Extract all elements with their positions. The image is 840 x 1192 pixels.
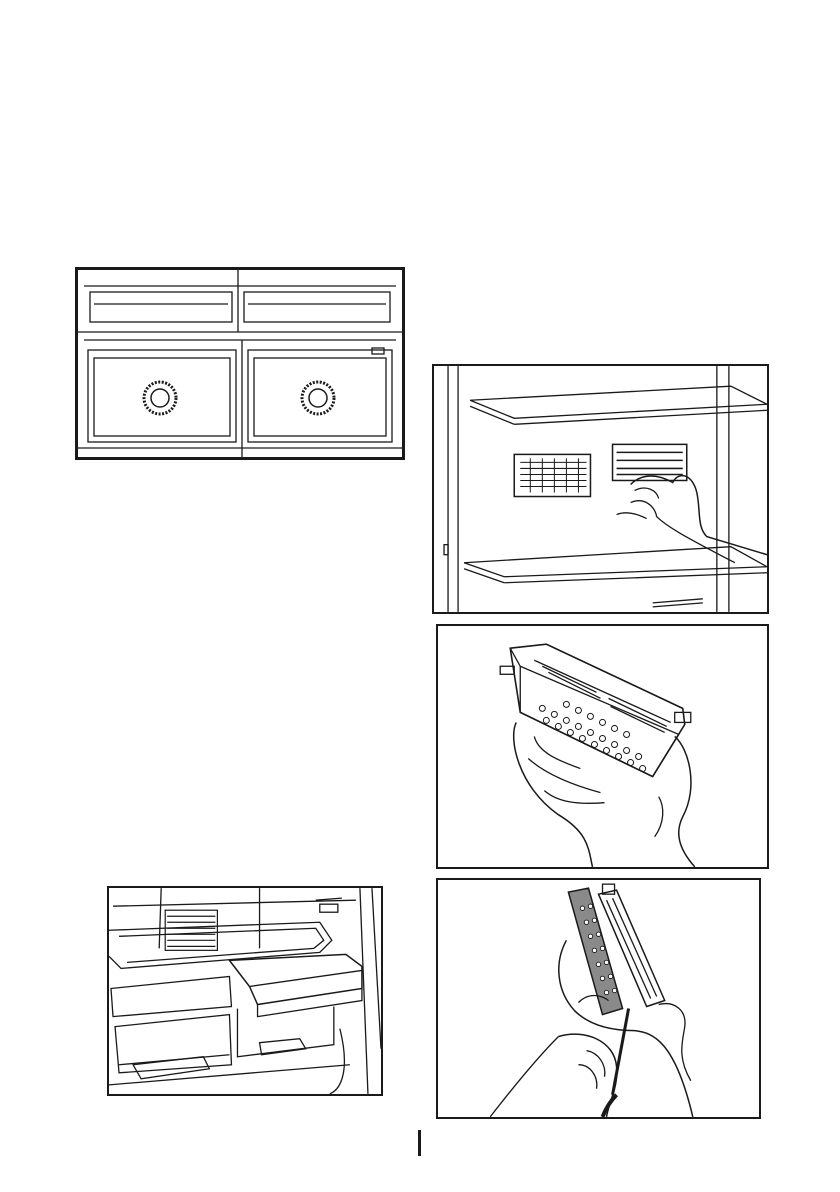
page-number-marker [418, 1130, 421, 1156]
fridge-interior-figure [107, 886, 383, 1096]
drawers-front-view-figure [75, 267, 405, 460]
open-cartridge-figure [436, 878, 761, 1119]
filter-removal-figure [432, 364, 769, 614]
filter-cartridge-figure [436, 624, 769, 869]
